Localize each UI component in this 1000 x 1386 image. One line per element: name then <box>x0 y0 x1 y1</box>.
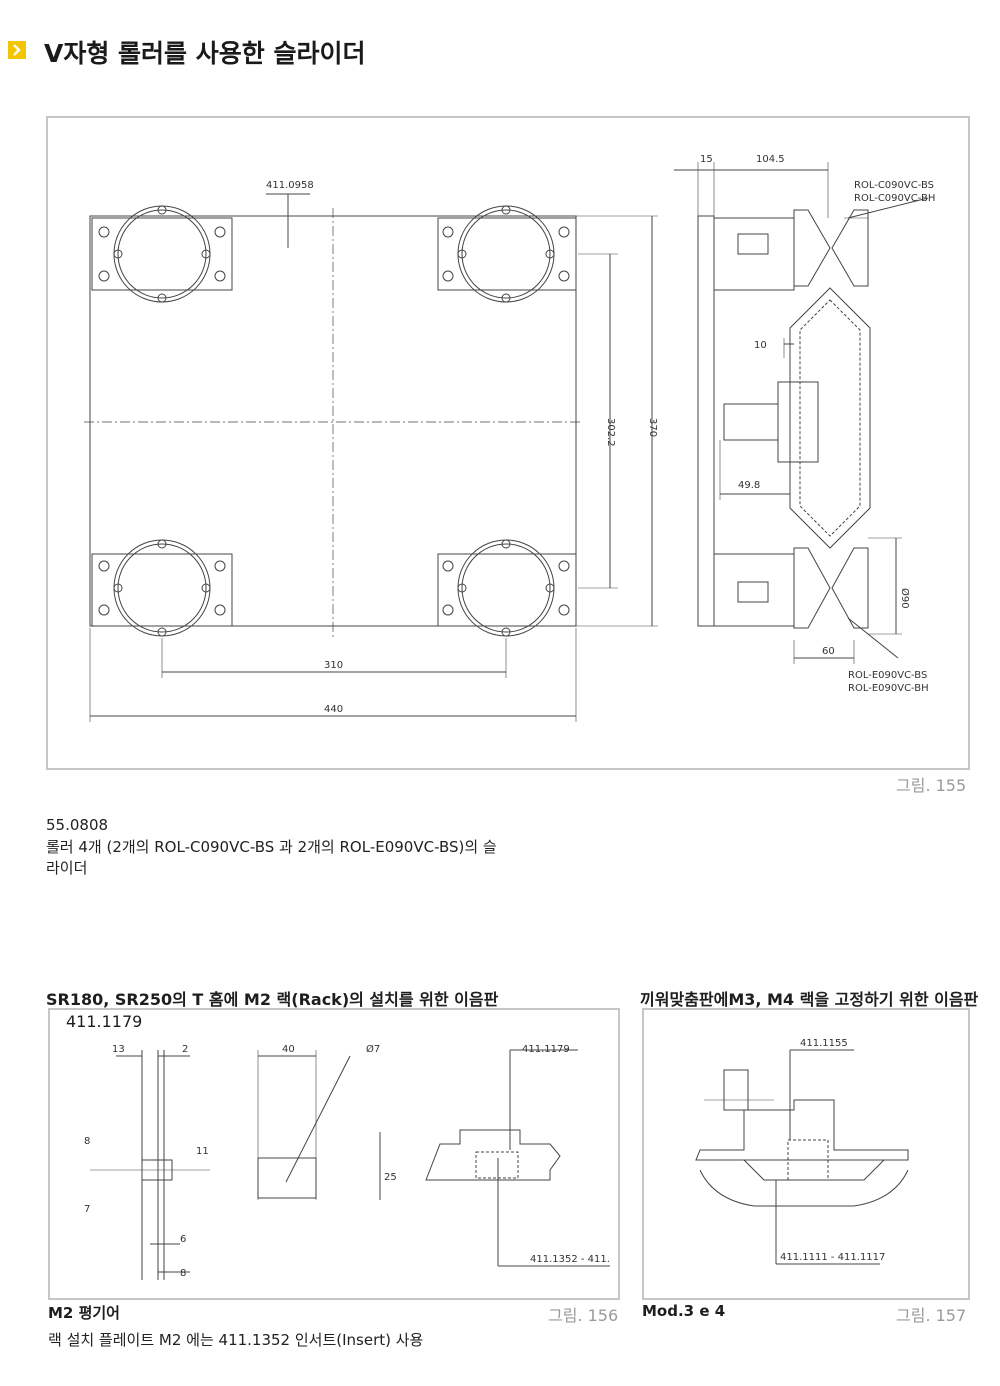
label-dim-2: 2 <box>182 1044 188 1055</box>
product-code: 55.0808 <box>46 816 109 834</box>
section-left-heading: SR180, SR250의 T 홈에 M2 랙(Rack)의 설치를 위한 이음… <box>46 990 499 1009</box>
page-title: V자형 롤러를 사용한 슬라이더 <box>44 39 366 68</box>
label-dim-6: 6 <box>180 1234 186 1245</box>
label-part-411-0958: 411.0958 <box>266 180 314 191</box>
figure-156-caption: 그림. 156 <box>548 1306 619 1325</box>
label-dim-15: 15 <box>700 154 713 165</box>
label-dim-8b: 8 <box>180 1268 186 1279</box>
slider-technical-drawing: 411.0958 15 104.5 ROL-C090VC-BS ROL-C090… <box>84 154 935 722</box>
label-dim-8a: 8 <box>84 1136 90 1147</box>
figure-155-frame: 411.0958 15 104.5 ROL-C090VC-BS ROL-C090… <box>46 116 970 770</box>
label-dim-60: 60 <box>822 646 835 657</box>
product-description-line2: 라이더 <box>46 859 88 877</box>
label-part-bottom: 411.1111 - 411.1117 <box>780 1252 885 1263</box>
label-part-bottom: 411.1352 - 411. <box>530 1254 610 1265</box>
figure-156-footer-note: 랙 설치 플레이트 M2 에는 411.1352 인서트(Insert) 사용 <box>48 1331 424 1349</box>
label-roller-e-bs: ROL-E090VC-BS <box>848 670 927 681</box>
label-dim-diam7: Ø7 <box>366 1043 380 1055</box>
label-dim-49-8: 49.8 <box>738 480 760 491</box>
label-dim-370: 370 <box>647 418 658 437</box>
label-part-top: 411.1155 <box>800 1038 848 1049</box>
figure-155-caption: 그림. 155 <box>896 776 967 795</box>
label-dim-440: 440 <box>324 704 343 715</box>
label-dim-25: 25 <box>384 1172 397 1183</box>
label-dim-302-2: 302.2 <box>605 418 616 447</box>
label-part-top: 411.1179 <box>522 1044 570 1055</box>
figure-157-footer-title: Mod.3 e 4 <box>642 1302 726 1320</box>
label-dim-10: 10 <box>754 340 767 351</box>
figure-156-footer-title: M2 평기어 <box>48 1304 120 1322</box>
figure-156-frame: 411.1179 13 2 8 11 7 6 8 40 Ø7 25 411.11… <box>48 1008 620 1300</box>
part-code-411-1179: 411.1179 <box>66 1012 143 1031</box>
label-dim-7: 7 <box>84 1204 90 1215</box>
label-dim-11: 11 <box>196 1146 209 1157</box>
label-roller-e-bh: ROL-E090VC-BH <box>848 683 929 694</box>
product-description-line1: 롤러 4개 (2개의 ROL-C090VC-BS 과 2개의 ROL-E090V… <box>46 838 497 856</box>
label-dim-40: 40 <box>282 1044 295 1055</box>
fitting-plate-drawing: 411.1155 411.1111 - 411.1117 <box>695 1038 909 1265</box>
section-marker-icon <box>8 41 26 59</box>
section-right-heading: 끼워맞춤판에M3, M4 랙을 고정하기 위한 이음판 <box>640 990 979 1009</box>
label-dim-diam90: Ø90 <box>899 588 911 609</box>
label-dim-104-5: 104.5 <box>756 154 785 165</box>
label-roller-c-bs: ROL-C090VC-BS <box>854 180 934 191</box>
label-roller-c-bh: ROL-C090VC-BH <box>854 193 935 204</box>
rack-plate-drawing: 13 2 8 11 7 6 8 40 Ø7 25 411.1179 411.13… <box>84 1043 610 1280</box>
figure-157-frame: 411.1155 411.1111 - 411.1117 <box>642 1008 970 1300</box>
label-dim-13: 13 <box>112 1044 125 1055</box>
figure-157-caption: 그림. 157 <box>896 1306 967 1325</box>
label-dim-310: 310 <box>324 660 343 671</box>
